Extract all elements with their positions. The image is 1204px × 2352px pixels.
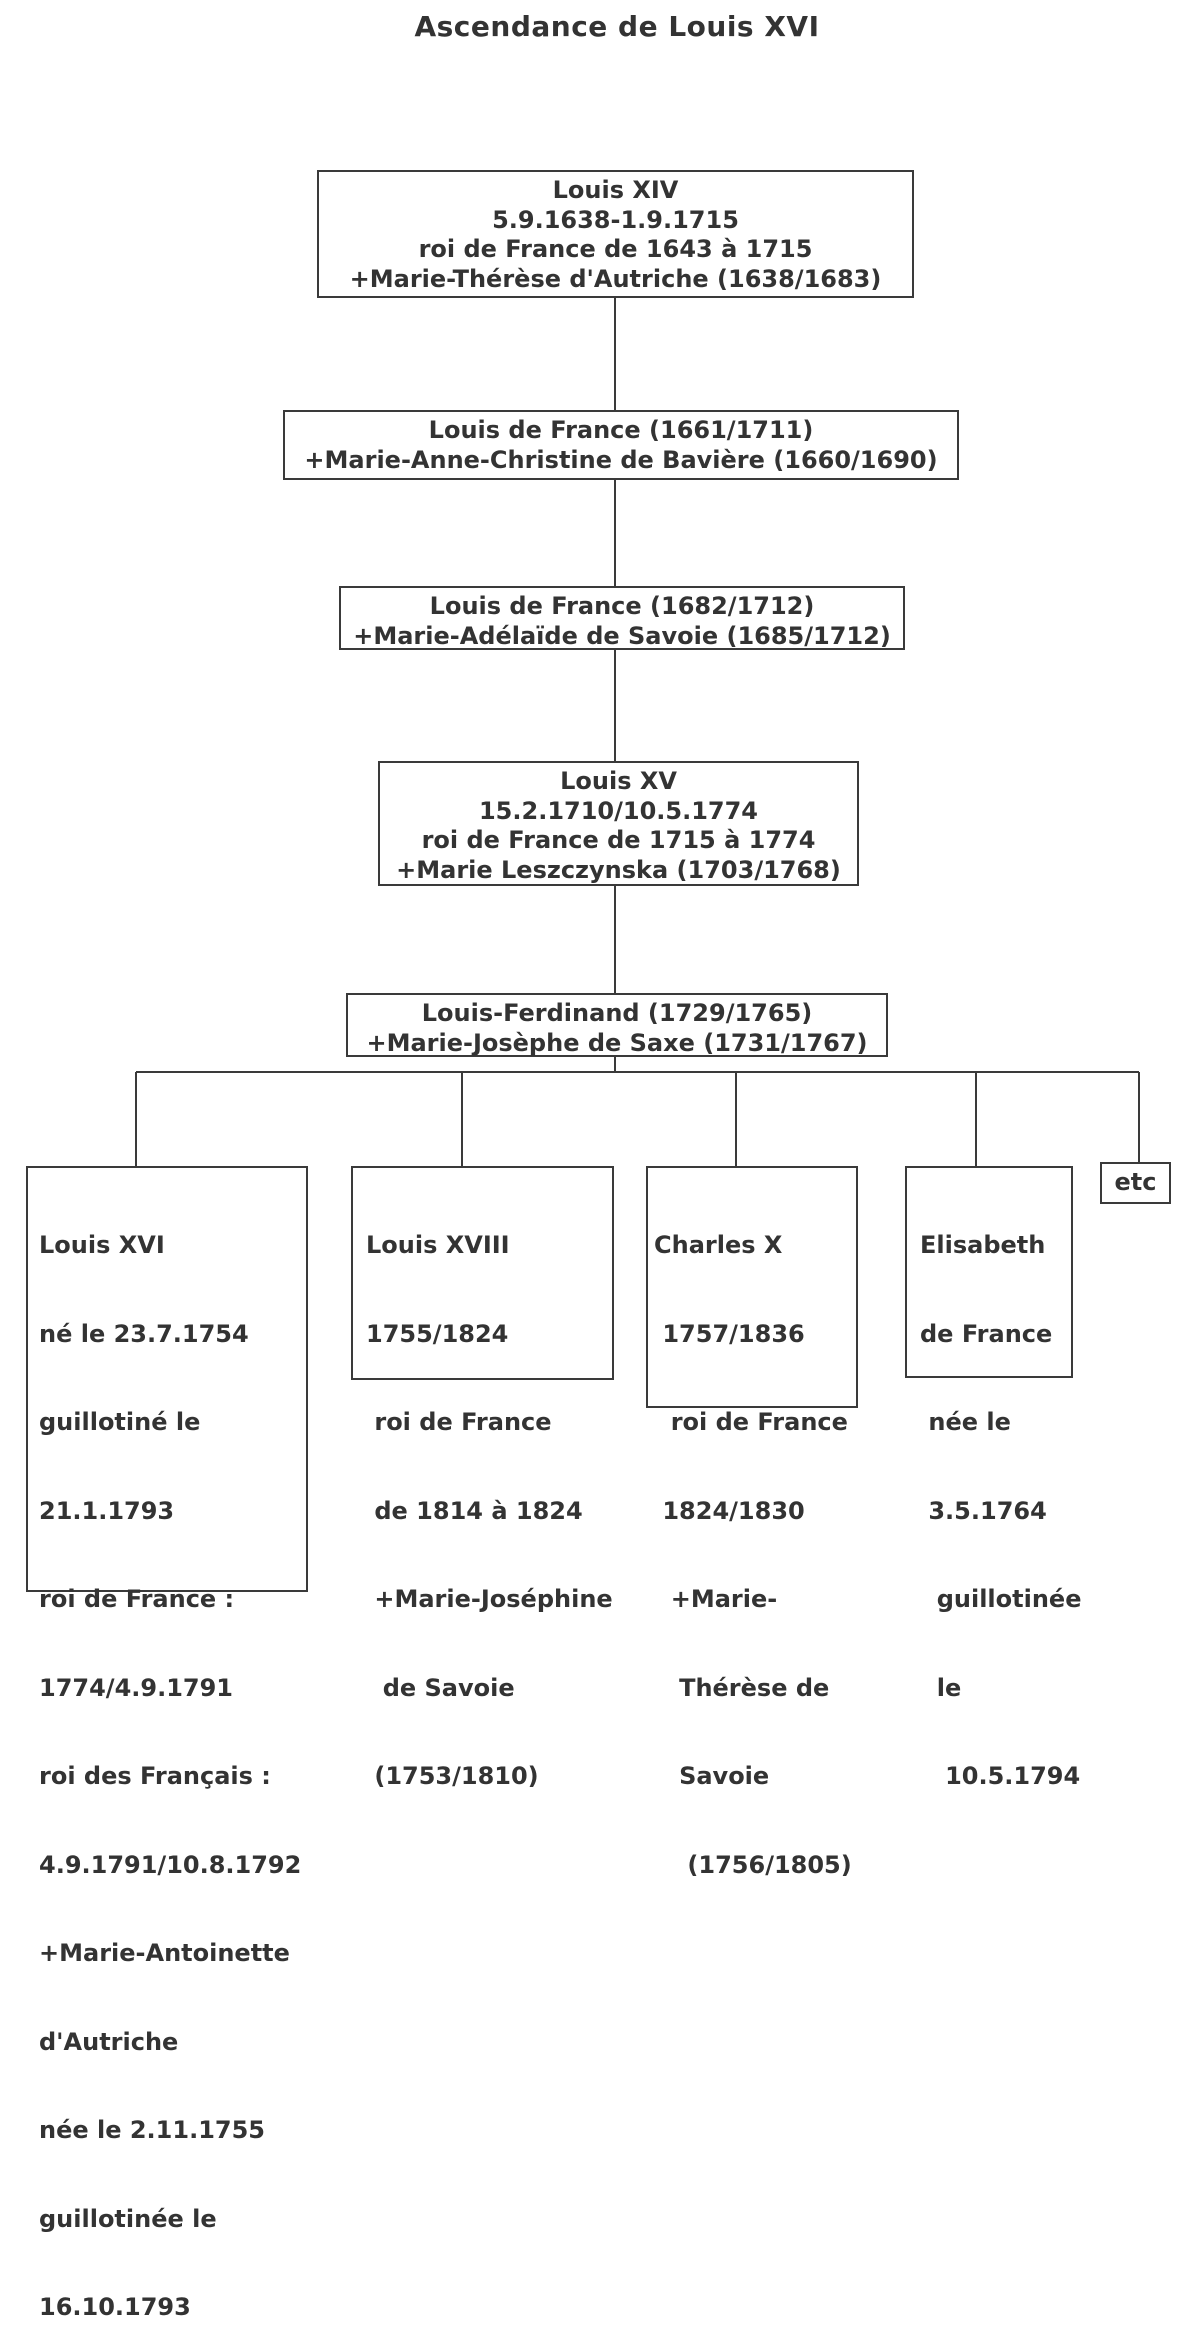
node-line: de 1814 à 1824 bbox=[366, 1496, 583, 1525]
node-louis-ferdinand: Louis-Ferdinand (1729/1765) +Marie-Josèp… bbox=[346, 993, 888, 1057]
node-line: Charles X bbox=[654, 1231, 783, 1259]
node-line: Louis de France (1661/1711) bbox=[428, 416, 814, 444]
node-line: 15.2.1710/10.5.1774 bbox=[478, 796, 759, 825]
node-louis-xvi: Louis XVI né le 23.7.1754 guillotiné le … bbox=[26, 1166, 308, 2321]
node-line: 16.10.1793 bbox=[39, 2293, 191, 2321]
node-line: 5.9.1638-1.9.1715 bbox=[492, 205, 739, 234]
connector-lines bbox=[135, 298, 1140, 1166]
node-line: de France bbox=[920, 1319, 1053, 1348]
node-line: +Marie-Josèphe de Saxe (1731/1767) bbox=[366, 1028, 868, 1057]
node-line: Elisabeth bbox=[920, 1231, 1046, 1259]
node-line: roi de France bbox=[654, 1408, 848, 1436]
node-line: 1757/1836 bbox=[654, 1319, 805, 1348]
node-line: (1753/1810) bbox=[366, 1762, 539, 1790]
node-line: guillotiné le bbox=[39, 1408, 201, 1436]
node-line: +Marie-Adélaïde de Savoie (1685/1712) bbox=[353, 621, 891, 650]
node-line: roi de France de 1643 à 1715 bbox=[418, 235, 813, 263]
node-line: 3.5.1764 bbox=[920, 1496, 1047, 1525]
node-line: Louis XV bbox=[560, 767, 677, 795]
node-line: née le 2.11.1755 bbox=[39, 2116, 265, 2144]
node-line: Savoie bbox=[654, 1762, 770, 1790]
node-line: (1756/1805) bbox=[654, 1850, 852, 1879]
node-line: 10.5.1794 bbox=[920, 1762, 1081, 1790]
node-line: guillotinée le bbox=[39, 2204, 217, 2233]
node-louis-xv: Louis XV 15.2.1710/10.5.1774 roi de Fran… bbox=[378, 761, 859, 886]
node-line: Louis XVIII bbox=[366, 1231, 510, 1259]
node-line: +Marie-Anne-Christine de Bavière (1660/1… bbox=[304, 445, 938, 474]
node-louis-xiv: Louis XIV 5.9.1638-1.9.1715 roi de Franc… bbox=[317, 170, 914, 298]
node-etc: etc bbox=[1100, 1162, 1171, 1204]
node-line: +Marie-Antoinette bbox=[39, 1939, 290, 1967]
node-line: de Savoie bbox=[366, 1673, 515, 1702]
node-line: d'Autriche bbox=[39, 2027, 179, 2056]
node-line: roi des Français : bbox=[39, 1762, 271, 1790]
node-louis-dauphin: Louis de France (1661/1711) +Marie-Anne-… bbox=[283, 410, 959, 480]
node-line: né le 23.7.1754 bbox=[39, 1319, 249, 1348]
node-line: née le bbox=[920, 1408, 1011, 1436]
node-line: 4.9.1791/10.8.1792 bbox=[39, 1850, 302, 1879]
node-line: Thérèse de bbox=[654, 1673, 830, 1702]
node-line: Louis XIV bbox=[552, 176, 679, 204]
node-elisabeth: Elisabeth de France née le 3.5.1764 guil… bbox=[905, 1166, 1081, 1790]
node-line: Louis de France (1682/1712) bbox=[429, 592, 815, 620]
node-line: roi de France bbox=[366, 1408, 552, 1436]
node-louis-bourgogne: Louis de France (1682/1712) +Marie-Adéla… bbox=[339, 586, 905, 650]
node-line: 21.1.1793 bbox=[39, 1496, 175, 1525]
node-line: 1824/1830 bbox=[654, 1496, 805, 1525]
node-line: +Marie-Thérèse d'Autriche (1638/1683) bbox=[349, 264, 882, 293]
node-line: +Marie Leszczynska (1703/1768) bbox=[396, 855, 841, 884]
node-line: roi de France de 1715 à 1774 bbox=[421, 826, 816, 854]
node-line: etc bbox=[1114, 1168, 1157, 1196]
node-line: 1755/1824 bbox=[366, 1319, 509, 1348]
node-louis-xviii: Louis XVIII 1755/1824 roi de France de 1… bbox=[351, 1166, 614, 1790]
node-line: le bbox=[920, 1673, 962, 1702]
node-line: Louis-Ferdinand (1729/1765) bbox=[421, 999, 813, 1027]
node-line: 1774/4.9.1791 bbox=[39, 1673, 233, 1702]
node-charles-x: Charles X 1757/1836 roi de France 1824/1… bbox=[646, 1166, 858, 1879]
connector-group bbox=[135, 298, 1140, 1166]
node-line: Louis XVI bbox=[39, 1231, 165, 1259]
diagram-title: Ascendance de Louis XVI bbox=[414, 10, 820, 43]
